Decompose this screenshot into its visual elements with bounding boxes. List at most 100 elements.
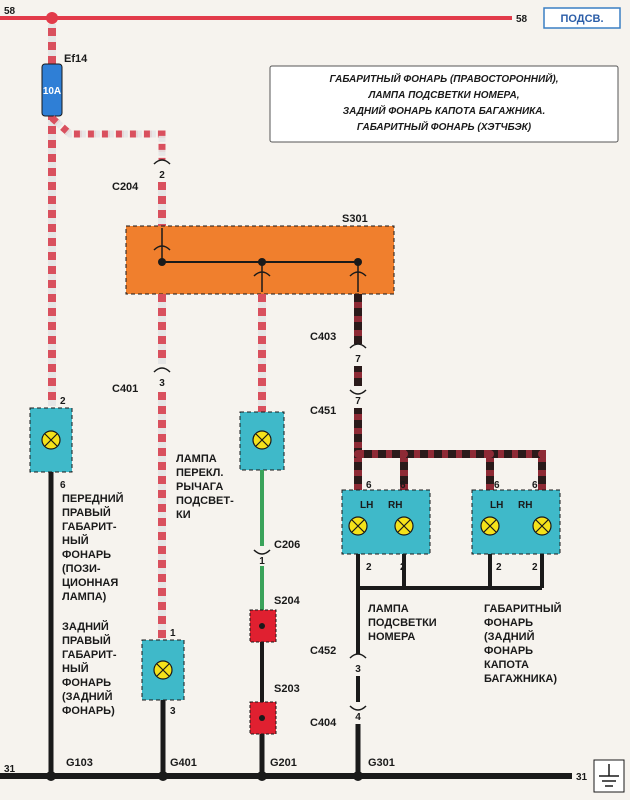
svg-text:БАГАЖНИКА): БАГАЖНИКА) [484, 673, 557, 685]
license-pin-top-rh: 6 [400, 480, 406, 491]
svg-text:РЫЧАГА: РЫЧАГА [176, 481, 223, 493]
svg-text:ЛАМПА: ЛАМПА [368, 603, 409, 615]
ground-g401: G401 [170, 757, 197, 769]
svg-text:НЫЙ: НЫЙ [62, 534, 89, 547]
wire-branch-c204 [49, 115, 166, 160]
ground-icon [593, 759, 625, 793]
title-line-2: ЛАМПА ПОДСВЕТКИ НОМЕРА, [367, 90, 519, 101]
svg-text:(ЗАДНИЙ: (ЗАДНИЙ [62, 690, 113, 703]
svg-text:ПЕРЕДНИЙ: ПЕРЕДНИЙ [62, 492, 124, 505]
c401-label: C401 [112, 383, 138, 395]
s203-node [259, 715, 265, 721]
c403-label: C403 [310, 331, 336, 343]
svg-text:ЛАМПА: ЛАМПА [176, 453, 217, 465]
license-label: ЛАМПА ПОДСВЕТКИ НОМЕРА [368, 603, 437, 643]
trunk-pin-bottom-rh: 2 [532, 562, 538, 573]
ground-g103: G103 [66, 757, 93, 769]
ground-node-g301 [353, 771, 363, 781]
c204-label: C204 [112, 181, 139, 193]
svg-text:ГАБАРИТ-: ГАБАРИТ- [62, 521, 117, 533]
ground-rail-left-label: 31 [4, 764, 16, 775]
trunk-pin-top-lh: 6 [494, 480, 500, 491]
drop-license-rh [400, 458, 408, 490]
c404-label: C404 [310, 717, 337, 729]
bus-node-1 [354, 450, 362, 458]
svg-text:ЗАДНИЙ: ЗАДНИЙ [62, 620, 109, 633]
c206-label: C206 [274, 539, 300, 551]
svg-text:ФОНАРЬ: ФОНАРЬ [62, 549, 111, 561]
bulb-cross [255, 433, 269, 447]
svg-text:ГАБАРИТНЫЙ: ГАБАРИТНЫЙ [484, 602, 562, 615]
license-pin-top-lh: 6 [366, 480, 372, 491]
c206-pin: 1 [259, 556, 265, 567]
c451-label: C451 [310, 405, 336, 417]
c403-connector [349, 343, 367, 349]
svg-text:ФОНАРЬ: ФОНАРЬ [484, 645, 533, 657]
bulb-cross [535, 519, 549, 533]
drop-trunk-lh [486, 458, 494, 490]
svg-text:ПОДСВЕТ-: ПОДСВЕТ- [176, 495, 234, 507]
wire-s301-c403 [354, 294, 362, 344]
bulb-cross [397, 519, 411, 533]
lever-label: ЛАМПА ПЕРЕКЛ. РЫЧАГА ПОДСВЕТ- КИ [176, 453, 234, 521]
fuse-name: Ef14 [64, 53, 88, 65]
svg-text:ФОНАРЬ): ФОНАРЬ) [62, 705, 115, 717]
c401-pin: 3 [159, 378, 165, 389]
bus-node-2 [400, 450, 408, 458]
ground-node-g401 [158, 771, 168, 781]
c204-connector [153, 159, 171, 165]
wire-s301-lever [258, 294, 266, 414]
s204-node [259, 623, 265, 629]
bus-node-3 [486, 450, 494, 458]
title-line-3: ЗАДНИЙ ФОНАРЬ КАПОТА БАГАЖНИКА. [343, 104, 546, 117]
svg-text:ПРАВЫЙ: ПРАВЫЙ [62, 634, 111, 647]
wire-s301-c401 [158, 294, 166, 364]
top-rail-node [46, 12, 58, 24]
rear-right-pin-top: 1 [170, 628, 176, 639]
trunk-label: ГАБАРИТНЫЙ ФОНАРЬ (ЗАДНИЙ ФОНАРЬ КАПОТА … [484, 602, 562, 685]
svg-text:НОМЕРА: НОМЕРА [368, 631, 415, 643]
s203-label: S203 [274, 683, 300, 695]
svg-text:НЫЙ: НЫЙ [62, 662, 89, 675]
wire-c403-c451 [354, 366, 362, 386]
svg-text:ФОНАРЬ: ФОНАРЬ [62, 677, 111, 689]
c204-pin: 2 [159, 170, 165, 181]
s204-label: S204 [274, 595, 301, 607]
drop-license-lh [354, 458, 362, 490]
ground-node-g201 [257, 771, 267, 781]
wire-c451-bus [354, 408, 362, 454]
c206-connector [253, 549, 271, 555]
fuse-rating: 10A [43, 86, 61, 97]
svg-text:ПОДСВЕТКИ: ПОДСВЕТКИ [368, 617, 437, 629]
svg-text:КАПОТА: КАПОТА [484, 659, 529, 671]
ground-g201: G201 [270, 757, 297, 769]
svg-text:ГАБАРИТ-: ГАБАРИТ- [62, 649, 117, 661]
svg-text:ПРАВЫЙ: ПРАВЫЙ [62, 506, 111, 519]
wire-c401-lamp [158, 392, 166, 640]
drop-trunk-rh [538, 458, 546, 490]
mode-badge: ПОДСВ. [560, 13, 603, 25]
fuse-ef14 [41, 63, 63, 117]
svg-text:(ЗАДНИЙ: (ЗАДНИЙ [484, 630, 535, 643]
svg-text:(ПОЗИ-: (ПОЗИ- [62, 563, 101, 575]
s301-label: S301 [342, 213, 368, 225]
front-right-label: ПЕРЕДНИЙ ПРАВЫЙ ГАБАРИТ- НЫЙ ФОНАРЬ (ПОЗ… [62, 492, 124, 603]
svg-text:ЦИОННАЯ: ЦИОННАЯ [62, 577, 118, 589]
wire-fuse-feed [48, 24, 56, 64]
bulb-cross [156, 663, 170, 677]
c452-label: C452 [310, 645, 336, 657]
license-pin-bottom-lh: 2 [366, 562, 372, 573]
front-right-pin-bottom: 6 [60, 480, 66, 491]
c451-connector [349, 389, 367, 395]
trunk-pin-bottom-lh: 2 [496, 562, 502, 573]
title-line-4: ГАБАРИТНЫЙ ФОНАРЬ (ХЭТЧБЭК) [357, 120, 532, 133]
ground-node-g103 [46, 771, 56, 781]
wire-c204-to-s301 [158, 182, 166, 228]
c452-connector [349, 653, 367, 659]
top-rail-right-label: 58 [516, 14, 528, 25]
wire-left-vertical [48, 116, 56, 406]
bus-node-4 [538, 450, 546, 458]
wire-license-rh-down [358, 554, 406, 590]
svg-text:ФОНАРЬ: ФОНАРЬ [484, 617, 533, 629]
